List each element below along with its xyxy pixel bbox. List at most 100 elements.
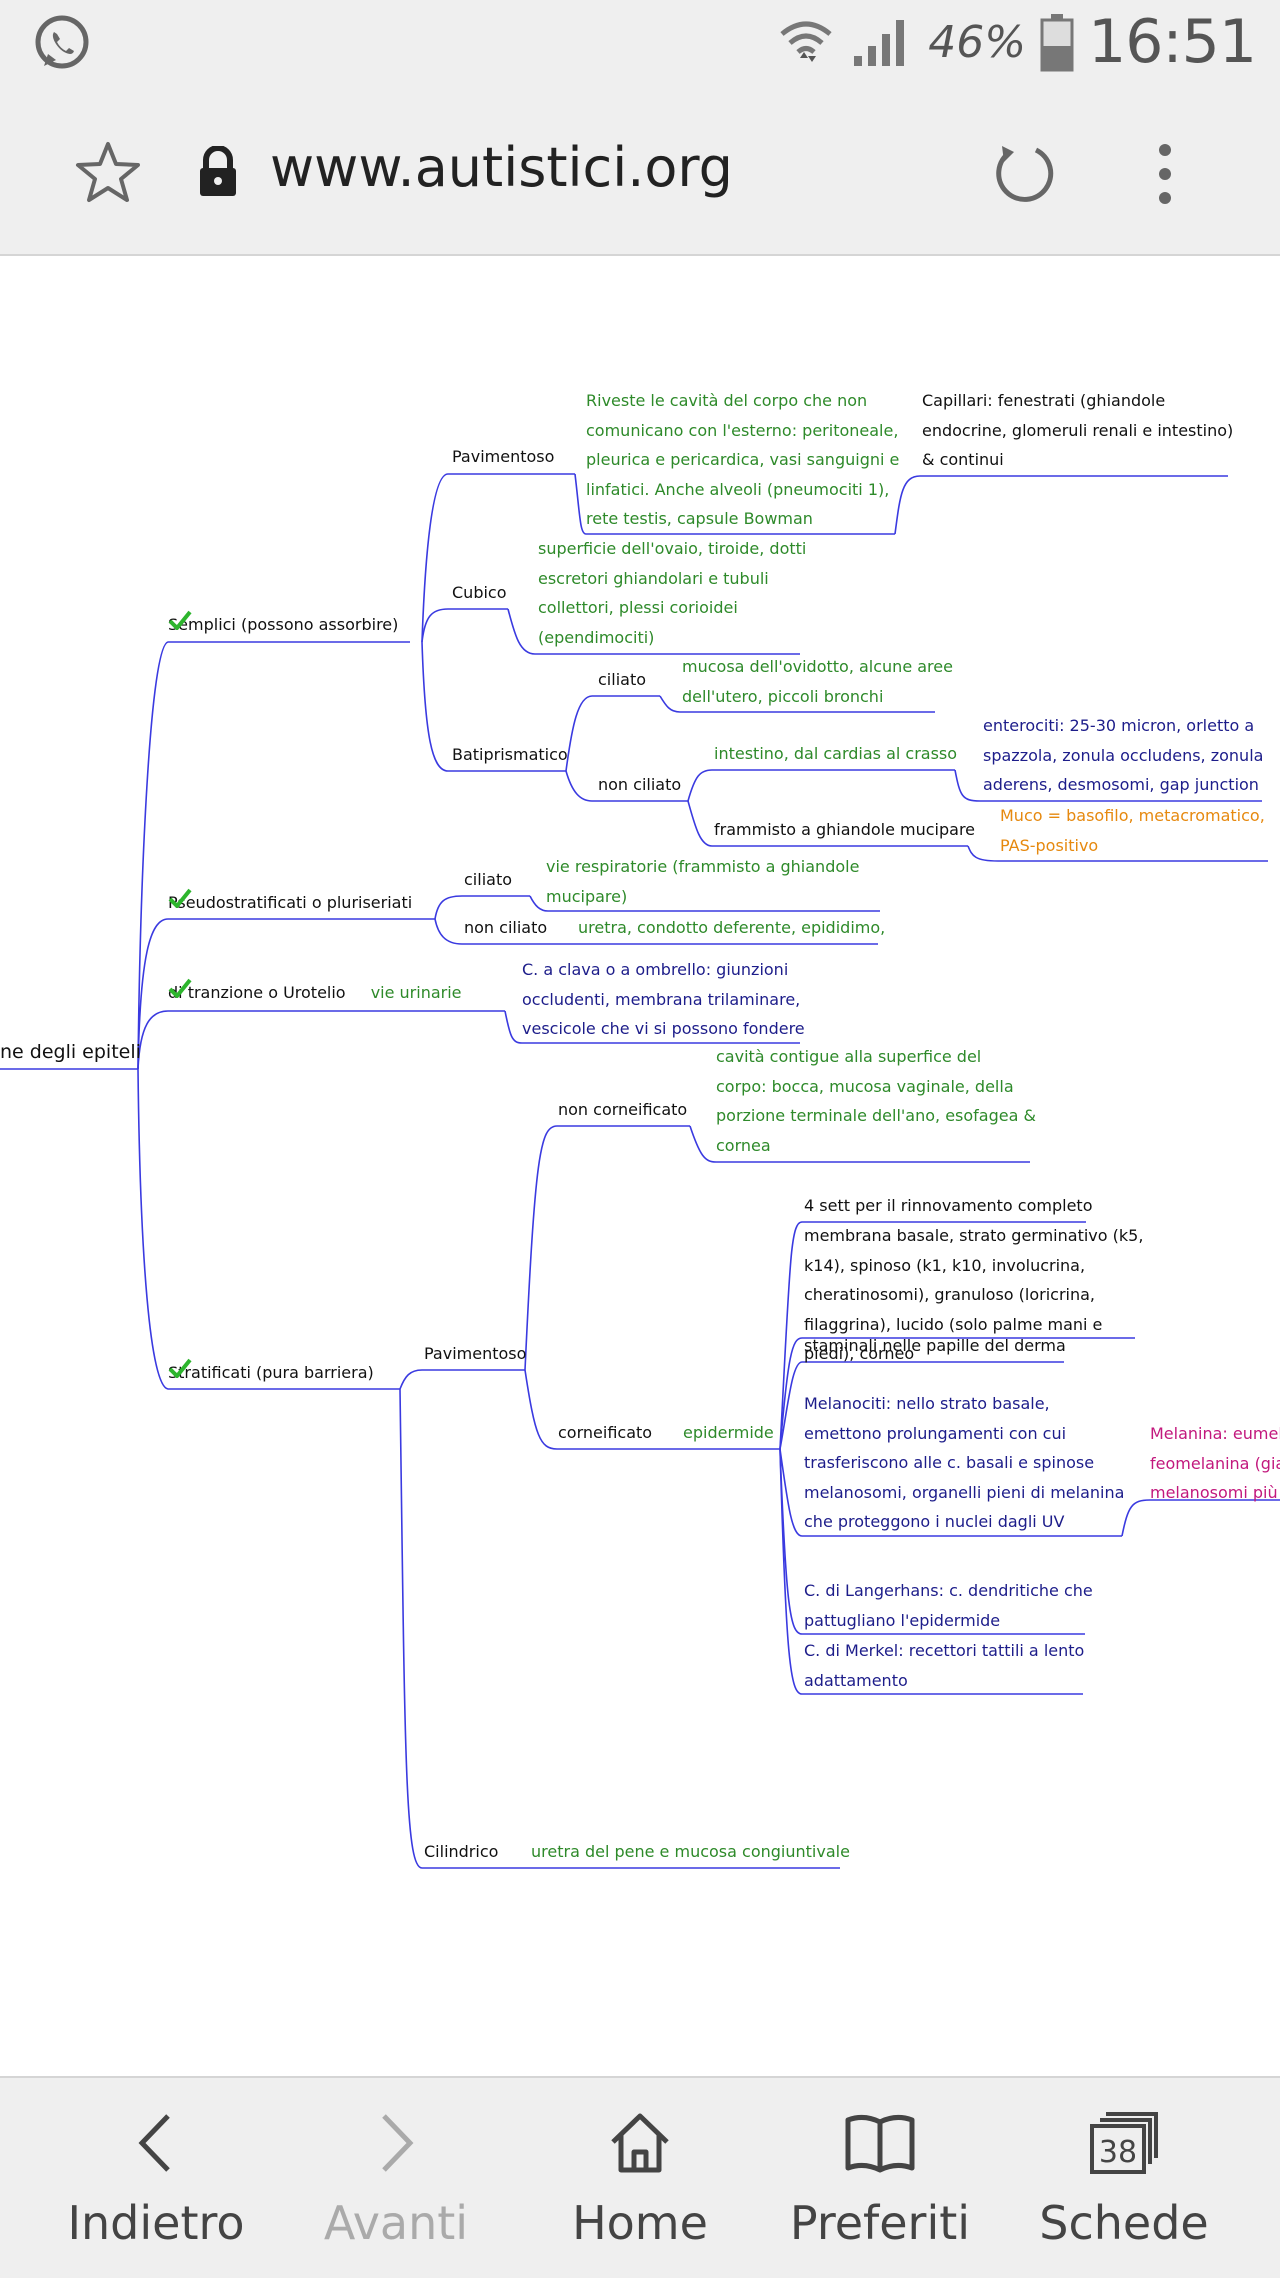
chevron-left-icon [138, 2114, 170, 2172]
node-s-muco: Muco = basofilo, metacromatico, PAS-posi… [1000, 806, 1265, 855]
branch-st-noncorn [524, 1125, 690, 1371]
home-icon [611, 2113, 669, 2173]
node-st-epidermide: epidermide [683, 1423, 774, 1442]
more-vert-icon[interactable] [1150, 140, 1180, 208]
branch-e-staminali [779, 1361, 1064, 1450]
branch-transizione [137, 1010, 505, 1070]
branch-s-intestino [687, 769, 955, 802]
node-p-nonciliato-desc: uretra, condotto deferente, epididimo, [578, 918, 886, 937]
node-pseudo-label: Pseudostratificati o pluriseriati [168, 893, 413, 912]
signal-icon [854, 20, 905, 66]
wifi-icon [780, 21, 832, 62]
node-e-melanociti: Melanociti: nello strato basale, emetton… [804, 1394, 1125, 1531]
branch-e-melanociti [779, 1448, 1122, 1537]
branch-e-melanina [1121, 1499, 1280, 1537]
node-s-intestino: intestino, dal cardias al crasso [714, 744, 958, 763]
back-button[interactable]: Indietro [36, 2078, 276, 2278]
mind-map-branches [0, 473, 1280, 1869]
node-st-cilindrico: Cilindrico [424, 1842, 499, 1861]
node-s-nonciliato: non ciliato [598, 775, 682, 794]
node-e-merkel: C. di Merkel: recettori tattili a lento … [804, 1641, 1085, 1690]
branch-s-ciliato [565, 695, 660, 772]
node-st-noncorn: non corneificato [558, 1100, 688, 1119]
clock: 16:51 [1088, 7, 1257, 77]
node-semplici: Semplici (possono assorbire) [168, 610, 398, 640]
branch-st-cilindrico [399, 1388, 840, 1869]
branch-t-desc [504, 1010, 800, 1044]
branch-s-capillari [894, 475, 1228, 535]
node-st-noncorn-desc: cavità contigue alla superfice del corpo… [716, 1047, 1036, 1155]
back-label: Indietro [67, 2196, 245, 2250]
url-field[interactable]: www.autistici.org [270, 136, 733, 199]
branch-e-rinnovamento [779, 1221, 1086, 1450]
tabs-button[interactable]: 38 Schede [1004, 2078, 1244, 2278]
check-icon [168, 1358, 192, 1378]
browser-toolbar: www.autistici.org [0, 84, 1280, 256]
mindmap-root: ne degli epiteli [0, 1041, 141, 1063]
node-e-melanina: Melanina: eumel feomelanina (gia melanos… [1150, 1424, 1280, 1502]
node-e-staminali: staminali nelle papille del derma [804, 1336, 1066, 1355]
node-s-ciliato-desc: mucosa dell'ovidotto, alcune aree dell'u… [682, 657, 953, 706]
forward-button[interactable]: Avanti [276, 2078, 516, 2278]
home-button[interactable]: Home [520, 2078, 760, 2278]
node-s-cubico-desc: superficie dell'ovaio, tiroide, dotti es… [538, 539, 807, 647]
lock-icon [200, 146, 236, 196]
whatsapp-icon [35, 15, 89, 69]
node-s-pavimentoso: Pavimentoso [452, 447, 555, 466]
node-s-frammisto: frammisto a ghiandole mucipare [714, 820, 976, 839]
forward-label: Avanti [323, 2196, 469, 2250]
branch-p-nonciliato [434, 918, 878, 945]
tabs-icon: 38 [1090, 2112, 1158, 2174]
node-st-cilindrico-desc: uretra del pene e mucosa congiuntivale [531, 1842, 850, 1861]
bookmarks-button[interactable]: Preferiti [760, 2078, 1000, 2278]
check-icon [168, 888, 192, 908]
node-stratificati: Stratificati (pura barriera) [168, 1358, 374, 1388]
node-s-capillari: Capillari: fenestrati (ghiandole endocri… [922, 391, 1234, 469]
branch-s-cubico [421, 608, 508, 643]
branch-s-pavimentoso [421, 473, 575, 643]
node-stratificati-label: Stratificati (pura barriera) [168, 1363, 374, 1382]
node-s-enterociti: enterociti: 25-30 micron, orletto a spaz… [983, 716, 1264, 794]
branch-semplici [137, 641, 410, 1070]
node-transizione: di tranzione o Urotelio vie urinarie [168, 978, 462, 1008]
book-icon [845, 2114, 915, 2173]
node-s-cubico: Cubico [452, 583, 507, 602]
branch-st-corn [524, 1369, 780, 1450]
branch-s-pav-desc [574, 473, 895, 535]
node-p-nonciliato: non ciliato [464, 918, 548, 937]
node-e-rinnovamento: 4 sett per il rinnovamento completo [804, 1196, 1093, 1215]
node-p-ciliato-desc: vie respiratorie (frammisto a ghiandole … [546, 857, 860, 906]
node-semplici-label: Semplici (possono assorbire) [168, 615, 399, 634]
branch-s-enterociti [954, 769, 1262, 802]
node-s-ciliato: ciliato [598, 670, 646, 689]
node-transizione-label: di tranzione o Urotelio [168, 983, 346, 1002]
branch-s-nonciliato [565, 770, 688, 802]
branch-s-batiprismatico [421, 641, 566, 772]
home-label: Home [572, 2196, 708, 2250]
status-bar: 46% 16:51 [0, 0, 1280, 84]
branch-st-pavimentoso [399, 1369, 525, 1390]
branch-s-frammisto [687, 800, 968, 847]
node-st-corn: corneificato [558, 1423, 653, 1442]
node-t-desc: C. a clava o a ombrello: giunzioni occlu… [522, 960, 805, 1038]
bookmarks-label: Preferiti [789, 2196, 971, 2250]
battery-percent: 46% [928, 16, 1027, 68]
check-icon [168, 978, 192, 998]
branch-s-muco [967, 845, 1268, 862]
branch-pseudo [137, 918, 435, 1070]
star-icon[interactable] [74, 140, 142, 204]
branch-st-noncorn-desc [689, 1125, 1030, 1163]
reload-icon[interactable] [990, 140, 1058, 208]
battery-icon [1040, 14, 1074, 72]
tabs-label: Schede [1039, 2196, 1209, 2250]
branch-e-strati [779, 1337, 1135, 1450]
bottom-nav-bar: Indietro Avanti Home Preferiti 38 Schede [0, 2076, 1280, 2278]
mind-map: ne degli epiteli Semplici (possono assor… [0, 256, 1280, 2076]
branch-e-merkel [779, 1448, 1083, 1695]
node-p-ciliato: ciliato [464, 870, 512, 889]
branch-p-ciliato [434, 895, 530, 920]
check-icon [168, 610, 192, 630]
node-e-langerhans: C. di Langerhans: c. dendritiche che pat… [804, 1581, 1093, 1630]
tabs-count: 38 [1099, 2135, 1137, 2170]
node-st-pavimentoso: Pavimentoso [424, 1344, 527, 1363]
